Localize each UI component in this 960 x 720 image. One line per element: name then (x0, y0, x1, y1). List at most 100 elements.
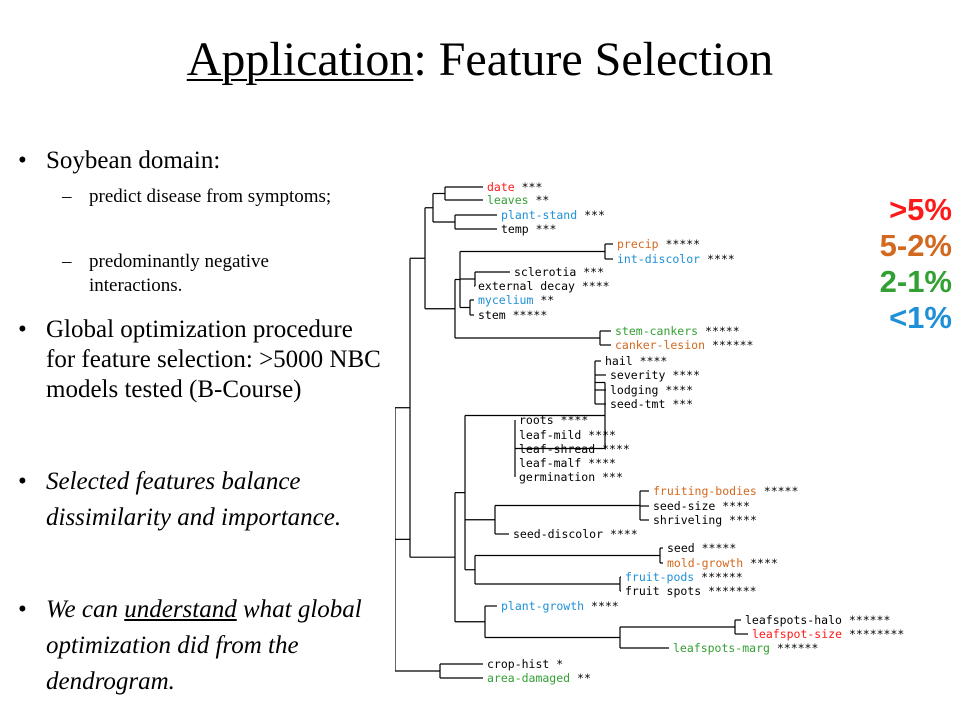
leaf-feature-name: lodging (610, 383, 665, 397)
leaf-feature-name: crop-hist (487, 657, 556, 671)
leaf-importance-stars: ** (540, 293, 554, 307)
leaf-importance-stars: ****** (701, 570, 743, 584)
leaf-importance-stars: *** (584, 208, 605, 222)
dendrogram-leaf-label: external decay **** (478, 279, 610, 293)
dendrogram-leaf-label: stem ***** (478, 308, 547, 322)
dendrogram-leaf-label: area-damaged ** (487, 671, 591, 685)
bullet-selected-features: Selected features balance dissimilarity … (46, 468, 342, 531)
bullet-marker: • (18, 596, 27, 623)
leaf-feature-name: plant-growth (501, 599, 591, 613)
dendrogram-leaf-label: crop-hist * (487, 657, 563, 671)
dendrogram-leaf-label: mycelium ** (478, 293, 554, 307)
leaf-feature-name: hail (605, 354, 640, 368)
leaf-importance-stars: ****** (849, 613, 891, 627)
bullet-marker: • (18, 468, 27, 495)
dendrogram-leaf-label: leaf-malf **** (519, 456, 616, 470)
leaf-importance-stars: *** (583, 265, 604, 279)
leaf-feature-name: external decay (478, 279, 582, 293)
leaf-importance-stars: ****** (777, 641, 819, 655)
leaf-feature-name: mold-growth (667, 556, 750, 570)
legend-item: >5% (889, 192, 952, 227)
leaf-importance-stars: ***** (764, 484, 799, 498)
dendrogram-leaf-label: precip ***** (617, 237, 700, 251)
legend-item: <1% (889, 300, 952, 335)
leaf-importance-stars: *** (602, 470, 623, 484)
dendrogram-leaf-label: seed ***** (667, 541, 736, 555)
dendrogram-leaf-label: fruit-pods ****** (625, 570, 743, 584)
dendrogram-leaf-label: leaf-mild **** (519, 428, 616, 442)
leaf-feature-name: seed-size (653, 499, 722, 513)
leaf-feature-name: roots (519, 413, 561, 427)
leaf-importance-stars: *** (522, 180, 543, 194)
dendrogram-leaf-label: seed-tmt *** (610, 397, 693, 411)
dendrogram-leaf-label: roots **** (519, 413, 588, 427)
dendrogram: date ***leaves **plant-stand ***temp ***… (395, 180, 904, 685)
dendrogram-leaf-label: sclerotia *** (514, 265, 604, 279)
leaf-importance-stars: **** (722, 499, 750, 513)
leaf-importance-stars: **** (561, 413, 589, 427)
leaf-feature-name: leaf-mild (519, 428, 588, 442)
leaf-feature-name: fruiting-bodies (653, 484, 764, 498)
dendrogram-leaf-label: shriveling **** (653, 513, 757, 527)
leaf-feature-name: int-discolor (617, 252, 707, 266)
leaf-importance-stars: **** (665, 383, 693, 397)
leaf-feature-name: date (487, 180, 522, 194)
leaf-importance-stars: ***** (665, 237, 700, 251)
dash-marker: – (62, 251, 72, 272)
bullet-understand-pre: We can (46, 596, 125, 623)
leaf-importance-stars: *** (536, 222, 557, 236)
legend-item: 2-1% (879, 264, 952, 299)
leaf-importance-stars: **** (591, 599, 619, 613)
leaf-feature-name: seed-discolor (513, 527, 610, 541)
bullet-global-optimization: Global optimization procedure for featur… (46, 316, 381, 403)
dendrogram-leaf-label: mold-growth **** (667, 556, 778, 570)
slide-title: Application: Feature Selection (0, 32, 960, 88)
dendrogram-leaf-label: stem-cankers ***** (615, 324, 740, 338)
leaf-importance-stars: **** (707, 252, 735, 266)
dendrogram-leaf-label: leaf-shread **** (519, 442, 630, 456)
dendrogram-labels: date ***leaves **plant-stand ***temp ***… (478, 180, 904, 685)
dendrogram-leaf-label: severity **** (610, 368, 700, 382)
leaf-feature-name: precip (617, 237, 665, 251)
dendrogram-leaf-label: plant-stand *** (501, 208, 605, 222)
leaf-importance-stars: ** (535, 193, 549, 207)
dendrogram-leaf-label: germination *** (519, 470, 623, 484)
bullet-understand: We can understand what global optimizati… (46, 592, 381, 700)
leaf-feature-name: plant-stand (501, 208, 584, 222)
dendrogram-leaf-label: plant-growth **** (501, 599, 619, 613)
dendrogram-leaf-label: leaves ** (487, 193, 549, 207)
dendrogram-leaf-label: date *** (487, 180, 542, 194)
leaf-feature-name: leafspot-size (752, 627, 849, 641)
leaf-importance-stars: ******* (708, 584, 756, 598)
leaf-feature-name: leafspots-marg (673, 641, 777, 655)
leaf-importance-stars: **** (588, 428, 616, 442)
dendrogram-leaf-label: fruiting-bodies ***** (653, 484, 798, 498)
dendrogram-leaf-label: seed-size **** (653, 499, 750, 513)
leaf-importance-stars: **** (672, 368, 700, 382)
leaf-importance-stars: ***** (513, 308, 548, 322)
leaf-importance-stars: ****** (712, 338, 754, 352)
leaf-feature-name: canker-lesion (615, 338, 712, 352)
leaf-importance-stars: **** (640, 354, 668, 368)
title-underlined-word: Application (186, 33, 414, 86)
leaf-feature-name: leaf-malf (519, 456, 588, 470)
dendrogram-leaf-label: int-discolor **** (617, 252, 735, 266)
leaf-importance-stars: ***** (702, 541, 737, 555)
bullet-soybean-domain: Soybean domain: (46, 147, 221, 174)
leaf-importance-stars: ***** (705, 324, 740, 338)
leaf-feature-name: shriveling (653, 513, 729, 527)
leaf-importance-stars: **** (750, 556, 778, 570)
legend-item: 5-2% (879, 228, 952, 263)
leaf-feature-name: germination (519, 470, 602, 484)
leaf-importance-stars: **** (602, 442, 630, 456)
dendrogram-branches (395, 186, 748, 679)
sub-bullet-interactions: predominantly negative interactions. (89, 251, 269, 296)
leaf-importance-stars: ** (577, 671, 591, 685)
leaf-feature-name: leaf-shread (519, 442, 602, 456)
leaf-feature-name: fruit spots (625, 584, 708, 598)
leaf-feature-name: area-damaged (487, 671, 577, 685)
leaf-importance-stars: **** (610, 527, 638, 541)
bullet-understand-post: what global optimization did from the de… (46, 596, 362, 695)
leaf-feature-name: mycelium (478, 293, 540, 307)
dendrogram-leaf-label: leafspots-marg ****** (673, 641, 818, 655)
